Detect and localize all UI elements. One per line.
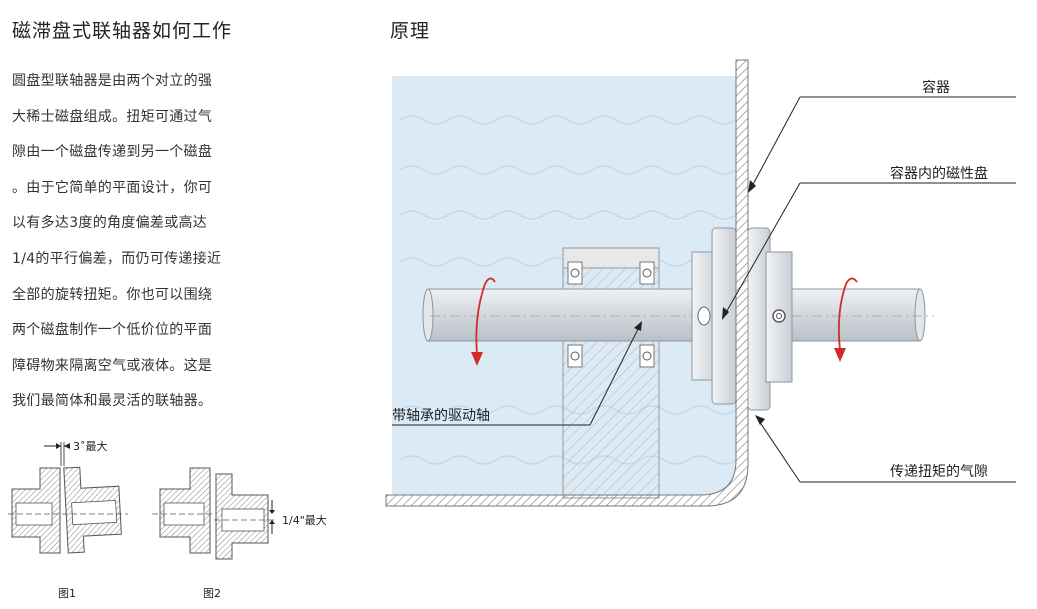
paragraph-line: 大稀士磁盘组成。扭矩可通过气 <box>12 108 213 125</box>
paragraph-line: 全部的旋转扭矩。你也可以围绕 <box>12 286 213 303</box>
figure-2: 1/4"最大 图2 <box>152 467 327 600</box>
paragraph-line: 我们最简体和最灵活的联轴器。 <box>12 393 213 410</box>
paragraph-line: 圆盘型联轴器是由两个对立的强 <box>12 73 213 89</box>
label-air-gap: 传递扭矩的气隙 <box>890 464 988 480</box>
outer-magnetic-disk <box>747 227 793 411</box>
drive-shaft <box>422 288 700 342</box>
paragraph-line: 1/4的平行偏差，而仍可传递接近 <box>12 250 222 267</box>
rotation-arrow-right <box>834 277 858 362</box>
label-container: 容器 <box>922 79 950 96</box>
paragraph-line: 。由于它简单的平面设计，你可 <box>12 179 213 196</box>
principle-title: 原理 <box>390 20 431 42</box>
bearing-housing <box>562 247 660 499</box>
fig2-caption: 图2 <box>203 587 221 600</box>
label-inner-disk: 容器内的磁性盘 <box>890 165 988 182</box>
fig2-annotation: 1/4"最大 <box>282 513 327 527</box>
label-drive-shaft: 带轴承的驱动轴 <box>392 408 490 424</box>
fig1-caption: 图1 <box>58 587 76 600</box>
container-wall <box>385 59 749 507</box>
rotation-arrow-left <box>471 277 496 366</box>
paragraph-line: 障碍物来隔离空气或液体。这是 <box>12 357 213 374</box>
paragraph-line: 以有多达3度的角度偏差或高达 <box>12 215 208 232</box>
figure-1: 3˚最大 图1 <box>8 439 128 600</box>
coupling-figures: 3˚最大 图1 1/4"最大 图2 <box>8 439 327 600</box>
left-title: 磁滞盘式联轴器如何工作 <box>12 20 233 42</box>
paragraph-line: 两个磁盘制作一个低价位的平面 <box>12 322 213 339</box>
principle-diagram: 容器 容器内的磁性盘 带轴承的驱动轴 传递扭矩的气隙 <box>385 59 1016 507</box>
paragraph-line: 隙由一个磁盘传递到另一个磁盘 <box>12 144 213 161</box>
description-paragraph: 圆盘型联轴器是由两个对立的强 大稀士磁盘组成。扭矩可通过气 隙由一个磁盘传递到另… <box>12 64 282 420</box>
output-shaft <box>791 288 934 342</box>
fig1-annotation: 3˚最大 <box>73 439 108 453</box>
inner-magnetic-disk <box>691 227 737 405</box>
